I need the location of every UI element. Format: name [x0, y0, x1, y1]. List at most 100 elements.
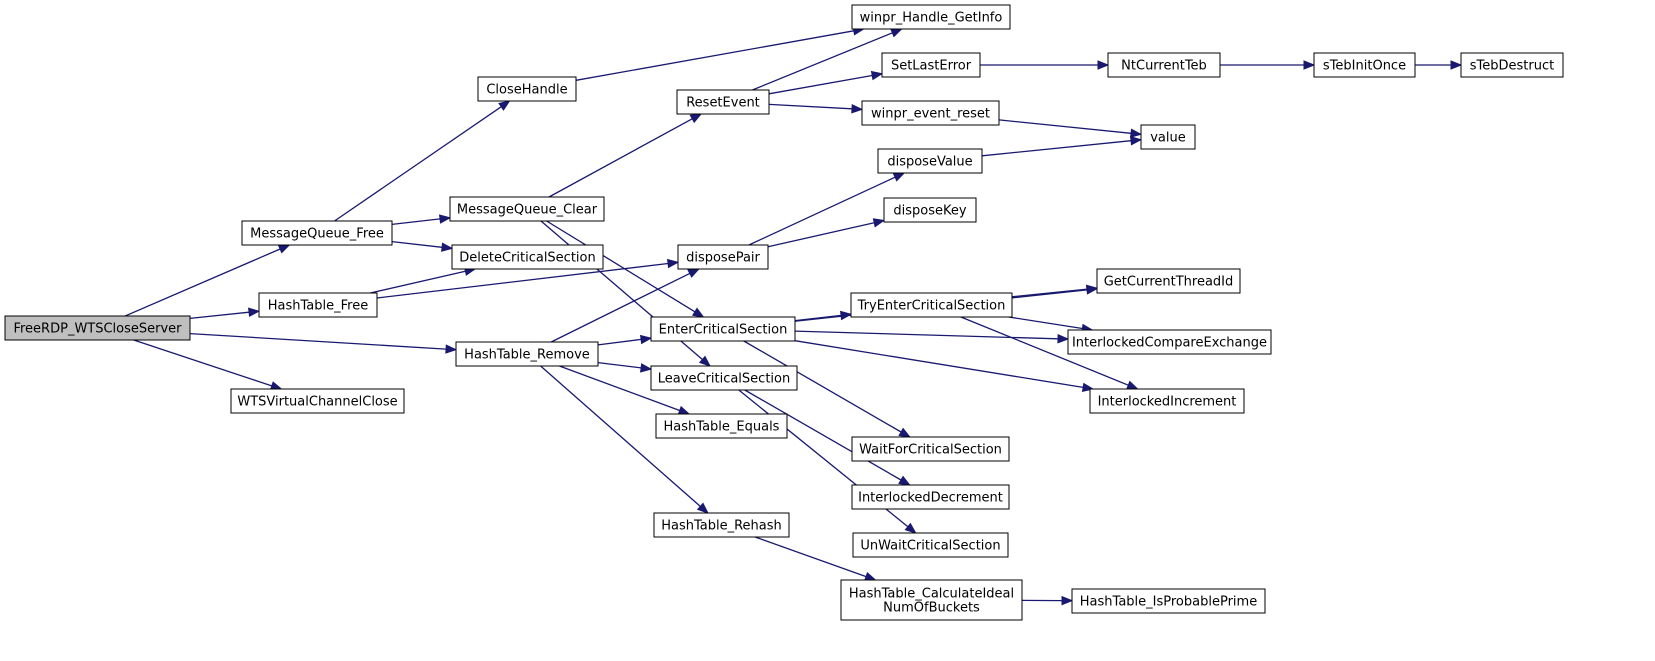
node-box[interactable]	[883, 197, 977, 223]
edge-arrowhead	[689, 113, 703, 124]
node-box[interactable]	[881, 52, 981, 78]
node-n29[interactable]: InterlockedCompareExchange	[1067, 329, 1272, 355]
node-n8[interactable]: disposePair	[677, 244, 769, 270]
node-n17[interactable]: disposeValue	[877, 148, 983, 174]
node-box[interactable]	[851, 436, 1010, 462]
node-box[interactable]	[455, 341, 599, 367]
edge-n3-n10	[597, 361, 642, 369]
edge-arrowhead	[1086, 284, 1099, 294]
edge-n1-n6	[391, 218, 441, 226]
node-box[interactable]	[852, 532, 1009, 558]
node-box[interactable]	[451, 244, 604, 270]
node-box[interactable]	[877, 148, 983, 174]
edge-arrowhead	[898, 475, 911, 486]
node-label: TryEnterCriticalSection	[857, 299, 1006, 314]
node-label: disposePair	[686, 251, 760, 266]
call-graph-edges	[124, 26, 1463, 606]
node-box[interactable]	[449, 196, 605, 222]
node-n6[interactable]: MessageQueue_Clear	[449, 196, 605, 222]
edge-arrowhead	[898, 427, 911, 438]
node-n31[interactable]: HashTable_IsProbablePrime	[1071, 588, 1266, 614]
edge-arrowhead	[872, 218, 886, 228]
node-box[interactable]	[653, 512, 790, 538]
edge-arrowhead	[1061, 595, 1074, 606]
edge-arrowhead	[1303, 60, 1316, 70]
node-box[interactable]	[1089, 388, 1245, 414]
node-box[interactable]	[1107, 52, 1221, 78]
node-box[interactable]	[676, 89, 770, 115]
edge-arrowhead	[851, 104, 864, 114]
node-n30[interactable]: InterlockedIncrement	[1089, 388, 1245, 414]
edge-arrowhead	[498, 100, 511, 111]
node-n24[interactable]: NtCurrentTeb	[1107, 52, 1221, 78]
node-n11[interactable]: HashTable_Equals	[655, 413, 788, 439]
node-box[interactable]	[650, 365, 798, 391]
node-box[interactable]	[840, 579, 1023, 621]
edge-n1-n7	[391, 240, 443, 248]
node-box[interactable]	[1460, 52, 1564, 78]
node-n28[interactable]: GetCurrentThreadId	[1096, 268, 1241, 294]
node-n16[interactable]: winpr_event_reset	[861, 100, 1000, 126]
edge-n1-n5	[334, 106, 502, 222]
node-box[interactable]	[258, 292, 378, 318]
node-n21[interactable]: InterlockedDecrement	[851, 484, 1010, 510]
edge-n3-n12	[540, 365, 701, 507]
node-n3[interactable]: HashTable_Remove	[455, 341, 599, 367]
node-n12[interactable]: HashTable_Rehash	[653, 512, 790, 538]
node-label: GetCurrentThreadId	[1104, 275, 1234, 290]
node-n5[interactable]: CloseHandle	[477, 76, 577, 102]
node-box[interactable]	[230, 388, 405, 414]
node-n13[interactable]: ResetEvent	[676, 89, 770, 115]
node-box[interactable]	[1071, 588, 1266, 614]
edge-n3-n11	[559, 365, 680, 412]
node-box[interactable]	[1096, 268, 1241, 294]
node-box[interactable]	[241, 220, 393, 246]
edge-n9-n20	[743, 340, 902, 433]
node-box[interactable]	[650, 316, 796, 342]
node-n7[interactable]: DeleteCriticalSection	[451, 244, 604, 270]
node-n10[interactable]: LeaveCriticalSection	[650, 365, 798, 391]
node-label: DeleteCriticalSection	[459, 251, 595, 266]
node-n2[interactable]: HashTable_Free	[258, 292, 378, 318]
node-n14[interactable]: winpr_Handle_GetInfo	[851, 4, 1011, 30]
node-n22[interactable]: UnWaitCriticalSection	[852, 532, 1009, 558]
node-n4[interactable]: WTSVirtualChannelClose	[230, 388, 405, 414]
node-box[interactable]	[1067, 329, 1272, 355]
edge-n0-n1	[124, 248, 281, 317]
node-label: CloseHandle	[486, 83, 567, 98]
edge-n3-n9	[597, 338, 642, 346]
node-box[interactable]	[861, 100, 1000, 126]
node-box[interactable]	[4, 315, 191, 341]
node-n9[interactable]: EnterCriticalSection	[650, 316, 796, 342]
node-box[interactable]	[677, 244, 769, 270]
node-n0[interactable]: FreeRDP_WTSCloseServer	[4, 315, 191, 341]
edge-n0-n4	[133, 339, 273, 387]
node-n15[interactable]: SetLastError	[881, 52, 981, 78]
node-box[interactable]	[655, 413, 788, 439]
node-n19[interactable]: TryEnterCriticalSection	[850, 292, 1013, 318]
node-box[interactable]	[1313, 52, 1416, 78]
edge-n17-n27	[981, 140, 1132, 157]
node-n27[interactable]: value	[1140, 124, 1196, 150]
edge-arrowhead	[640, 363, 653, 373]
node-n26[interactable]: sTebDestruct	[1460, 52, 1564, 78]
node-n25[interactable]: sTebInitOnce	[1313, 52, 1416, 78]
node-box[interactable]	[850, 292, 1013, 318]
node-box[interactable]	[1140, 124, 1196, 150]
edge-arrowhead	[1130, 136, 1143, 146]
node-n18[interactable]: disposeKey	[883, 197, 977, 223]
node-label: LeaveCriticalSection	[658, 372, 790, 387]
node-n20[interactable]: WaitForCriticalSection	[851, 436, 1010, 462]
node-box[interactable]	[851, 4, 1011, 30]
edge-n6-n9	[546, 220, 696, 313]
edge-arrowhead	[248, 307, 261, 317]
node-label: FreeRDP_WTSCloseServer	[13, 322, 182, 337]
edge-n9-n29	[794, 330, 1059, 340]
node-box[interactable]	[477, 76, 577, 102]
node-n1[interactable]: MessageQueue_Free	[241, 220, 393, 246]
edge-arrowhead	[1450, 60, 1463, 70]
edge-n12-n23	[754, 536, 867, 578]
node-box[interactable]	[851, 484, 1010, 510]
